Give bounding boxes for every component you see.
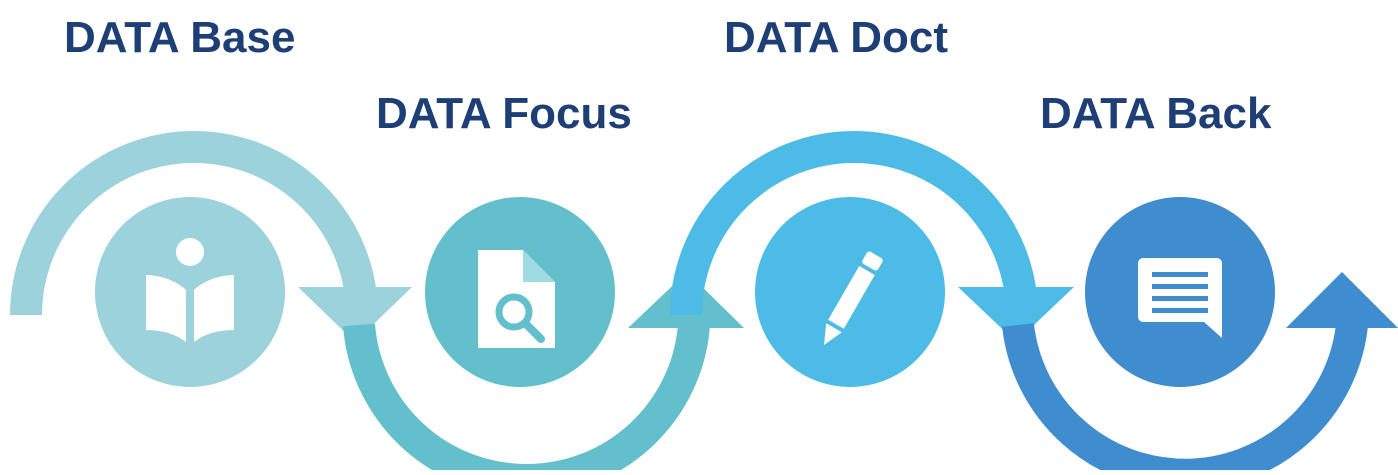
- step-1-title: DATA Base: [64, 13, 296, 62]
- flow-arc-step-3: [670, 131, 1074, 342]
- step-2-node: [425, 197, 615, 387]
- step-1-node: [95, 197, 285, 387]
- step-3-node: [755, 197, 945, 387]
- pencil-icon: [824, 251, 883, 346]
- flow-arc-step-1: [10, 131, 412, 342]
- step-4-node: [1085, 197, 1275, 387]
- reader-book-icon: [146, 238, 234, 342]
- step-3-title: DATA Doct: [724, 13, 949, 62]
- step-2-title: DATA Focus: [376, 89, 632, 138]
- speech-bubble-icon: [1138, 258, 1222, 338]
- document-search-icon: [478, 250, 555, 348]
- step-4-title: DATA Back: [1040, 89, 1272, 138]
